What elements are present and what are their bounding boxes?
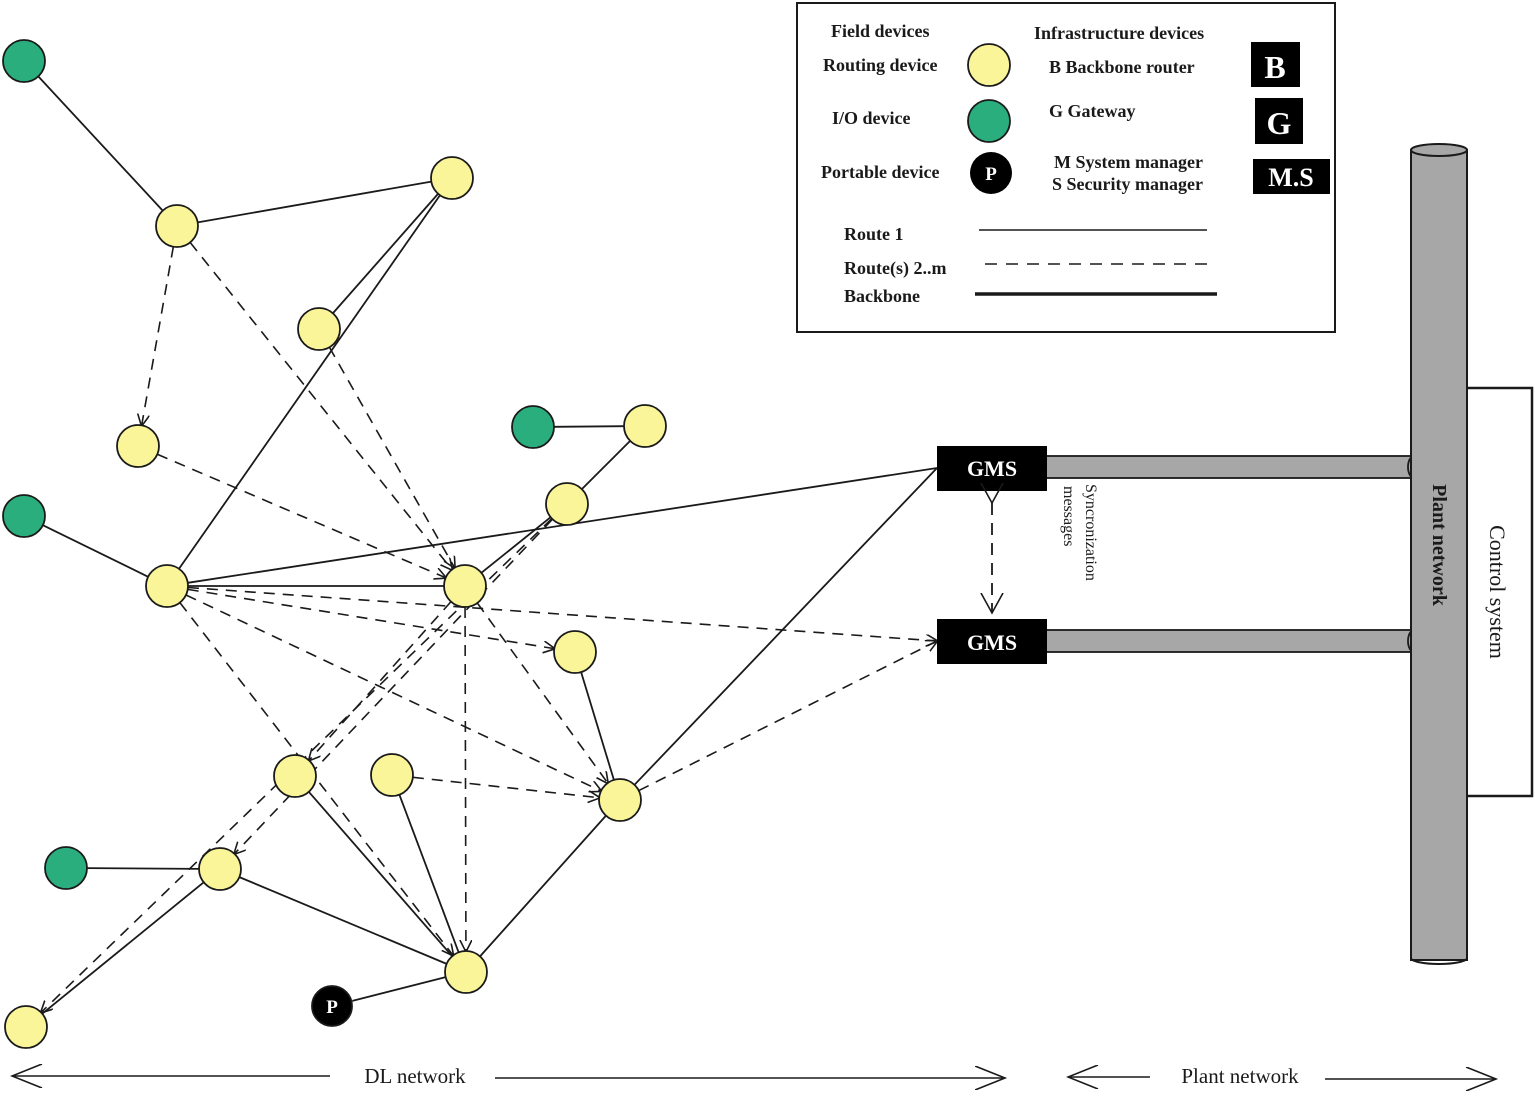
route-2m-edge xyxy=(187,586,937,641)
routing-device-node xyxy=(155,204,199,248)
legend-routing-device-icon xyxy=(967,43,1011,87)
control-system-box xyxy=(1464,386,1534,798)
gms-box-lower: GMS xyxy=(937,619,1047,664)
routing-device-node xyxy=(623,404,667,448)
control-system-label: Control system xyxy=(1485,525,1510,659)
legend-backbone-router-icon xyxy=(1251,42,1300,87)
routing-device-node xyxy=(443,564,487,608)
route-1-edge xyxy=(42,524,149,578)
route-1-edge xyxy=(41,881,205,1015)
legend-backbone-label: Backbone xyxy=(844,286,920,306)
legend-portable-device-symbol: P xyxy=(985,164,997,185)
route-1-edge xyxy=(86,867,200,870)
backbone-pipes xyxy=(1044,455,1421,653)
legend-io-device-icon xyxy=(967,99,1011,143)
route-1-edge xyxy=(553,425,625,428)
route-1-edge xyxy=(479,815,607,957)
routing-device-node xyxy=(598,778,642,822)
legend-portable-device-label: Portable device xyxy=(821,162,939,182)
sync-label-line2: messages xyxy=(1060,486,1077,546)
legend-gateway-label: G Gateway xyxy=(1049,101,1135,121)
route-2m-edge xyxy=(465,606,466,951)
plant-network-pipe xyxy=(1410,143,1468,965)
plant-network-bottom-label: Plant network xyxy=(1181,1064,1299,1088)
gms-label-upper: GMS xyxy=(967,456,1017,481)
route-2m-edge xyxy=(328,346,454,567)
route-2m-edge xyxy=(189,241,452,569)
plant-network-span: Plant network xyxy=(1068,1064,1496,1088)
backbone-pipe-upper xyxy=(1044,455,1416,479)
route-1-edge xyxy=(197,180,432,224)
legend-gateway-symbol: G xyxy=(1267,105,1292,141)
routing-device-node xyxy=(370,753,414,797)
legend-portable-device-icon xyxy=(970,152,1012,194)
legend-routes2m-label: Route(s) 2..m xyxy=(844,258,946,279)
portable-device-symbol: P xyxy=(326,997,338,1018)
io-device-node xyxy=(44,846,88,890)
legend-route1-label: Route 1 xyxy=(844,224,904,244)
io-device-node xyxy=(2,39,46,83)
route-2m-edge xyxy=(156,453,445,577)
legend: Field devices Infrastructure devices Rou… xyxy=(796,2,1336,333)
legend-gateway-icon xyxy=(1255,98,1303,144)
route-2m-edge xyxy=(142,246,175,426)
legend-routing-device-label: Routing device xyxy=(823,55,938,75)
routing-device-node xyxy=(430,156,474,200)
route-2m-edge xyxy=(179,602,453,956)
legend-infrastructure-title: Infrastructure devices xyxy=(1034,23,1204,43)
legend-field-devices-title: Field devices xyxy=(831,21,929,41)
route-2m-edge xyxy=(185,594,601,791)
gms-box-upper: GMS xyxy=(937,446,1047,491)
route-1-edge xyxy=(187,467,938,584)
route-1-edge xyxy=(398,794,460,953)
route-1-edge xyxy=(308,791,453,957)
nodes-layer: P xyxy=(2,39,667,1049)
dl-network-label: DL network xyxy=(364,1064,466,1088)
routing-device-node xyxy=(553,630,597,674)
dl-network-span: DL network xyxy=(12,1064,1005,1088)
sync-label-line1: Syncronization xyxy=(1082,484,1099,581)
routing-device-node xyxy=(444,950,488,994)
legend-ms-icon xyxy=(1253,159,1330,194)
route-2m-edge xyxy=(187,588,555,648)
routing-device-node xyxy=(145,564,189,608)
io-device-node xyxy=(2,494,46,538)
legend-backbone-router-label: B Backbone router xyxy=(1049,57,1195,77)
route-1-edge xyxy=(480,516,552,574)
legend-system-manager-label: M System manager xyxy=(1054,152,1203,172)
route-2m-edge xyxy=(234,518,554,854)
routing-device-node xyxy=(4,1005,48,1049)
legend-io-device-label: I/O device xyxy=(832,108,911,128)
routing-device-node xyxy=(198,847,242,891)
routing-device-node xyxy=(297,307,341,351)
routing-device-node xyxy=(116,424,160,468)
legend-backbone-router-symbol: B xyxy=(1264,49,1285,85)
route-2m-edge xyxy=(638,641,937,792)
legend-security-manager-label: S Security manager xyxy=(1052,174,1203,194)
legend-ms-symbol: M.S xyxy=(1268,163,1314,192)
legend-box xyxy=(796,2,1336,333)
io-device-node xyxy=(511,405,555,449)
route-1-edge xyxy=(352,976,446,1002)
route-1-edge xyxy=(580,671,615,781)
route-2m-edge xyxy=(309,601,452,761)
route-1-edge xyxy=(581,440,631,490)
route-1-edge xyxy=(37,75,164,212)
routing-device-node xyxy=(545,482,589,526)
route-1-edge xyxy=(239,876,447,965)
route-2m-edge xyxy=(412,776,599,797)
gms-label-lower: GMS xyxy=(967,630,1017,655)
route-1-edge xyxy=(332,193,439,314)
routing-device-node xyxy=(273,754,317,798)
route-1-edge xyxy=(178,194,441,570)
plant-network-vertical-label: Plant network xyxy=(1428,484,1450,607)
portable-device-node xyxy=(311,985,353,1027)
route-1-edge xyxy=(633,467,938,786)
backbone-pipe-lower xyxy=(1044,629,1416,653)
